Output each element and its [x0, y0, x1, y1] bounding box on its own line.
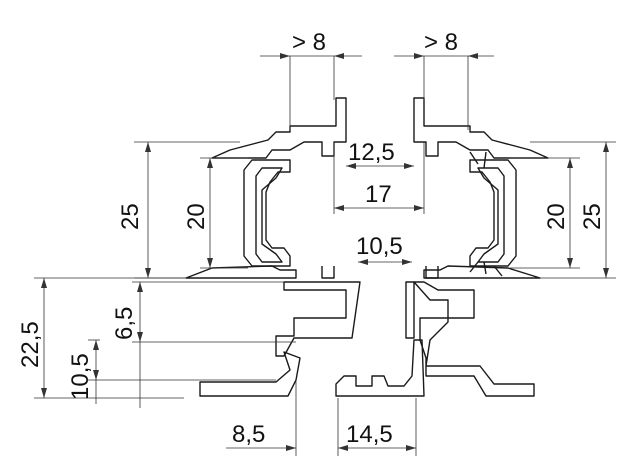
- dim-inner-width: 17: [365, 181, 392, 208]
- right-gasket-lips: [469, 151, 503, 277]
- base-plate: [335, 339, 425, 397]
- dim-height-right-inner: 20: [543, 203, 570, 230]
- center-lines: [333, 142, 425, 214]
- dim-gap-right: > 8: [424, 29, 458, 56]
- dim-height-right-outer: 25: [579, 203, 606, 230]
- dim-foot-width: 8,5: [232, 421, 265, 448]
- right-chamber: [469, 159, 517, 267]
- profile-outline: [185, 97, 549, 397]
- dim-base-height-low: 10,5: [67, 353, 94, 400]
- dim-base-width: 14,5: [346, 421, 393, 448]
- dim-top-opening: 12,5: [348, 139, 395, 166]
- right-body: [413, 281, 535, 397]
- dim-base-height-total: 22,5: [17, 321, 44, 368]
- dim-gap-left: > 8: [292, 29, 326, 56]
- left-chamber: [243, 159, 291, 267]
- dim-height-left-outer: 25: [117, 203, 144, 230]
- dim-base-height-mid: 6,5: [111, 307, 138, 340]
- bottom-clips: [321, 266, 439, 279]
- central-body: [275, 281, 361, 357]
- central-web: [405, 281, 415, 339]
- dimension-lines: [34, 53, 616, 456]
- left-chamber-inner: [255, 167, 283, 263]
- dimension-labels: > 8 > 8 12,5 17 10,5 25 20 20 25 22,5 6,…: [17, 29, 606, 448]
- dim-height-left-inner: 20: [183, 203, 210, 230]
- left-foot: [199, 351, 301, 397]
- left-top-fin: [211, 97, 347, 159]
- dim-web-width: 10,5: [356, 233, 403, 260]
- right-top-fin: [413, 97, 549, 159]
